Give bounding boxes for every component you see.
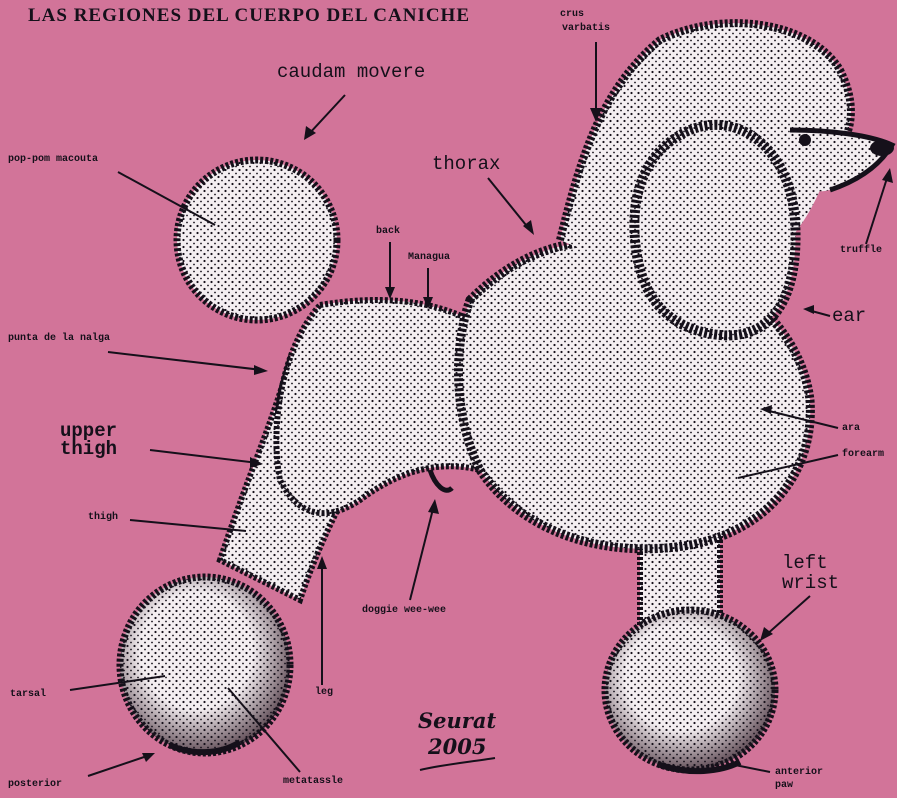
label-forearm: forearm xyxy=(842,450,884,460)
label-ear: ear xyxy=(832,307,866,326)
arrow-thigh xyxy=(130,520,246,531)
arrow-anterior xyxy=(735,765,770,772)
label-punta-de-la-nalga: punta de la nalga xyxy=(8,334,110,344)
label-managua: Managua xyxy=(408,253,450,263)
label-ara: ara xyxy=(842,424,860,434)
label-thigh-2: thigh xyxy=(60,440,117,459)
label-tarsal: tarsal xyxy=(10,690,46,700)
label-metatassle: metatassle xyxy=(283,777,343,787)
label-left: left xyxy=(782,554,828,573)
eye xyxy=(799,134,811,146)
arrow-doggie xyxy=(410,505,434,600)
arrow-upper-thigh xyxy=(150,450,258,463)
signature-year: 2005 xyxy=(428,736,486,757)
ear-shape xyxy=(634,125,795,336)
nose-truffle xyxy=(870,140,894,156)
label-truffle: truffle xyxy=(840,246,882,256)
diagram-title: LAS REGIONES DEL CUERPO DEL CANICHE xyxy=(28,6,470,25)
front-paw-puff xyxy=(605,610,775,771)
label-varbatis: varbatis xyxy=(562,24,610,34)
label-wrist: wrist xyxy=(782,574,839,593)
label-posterior: posterior xyxy=(8,780,62,790)
label-thorax: thorax xyxy=(432,155,500,174)
arrow-caudam-movere xyxy=(308,95,345,135)
label-thigh: thigh xyxy=(88,513,118,523)
label-caudam-movere: caudam movere xyxy=(277,63,425,82)
label-doggie-wee-wee: doggie wee-wee xyxy=(362,606,446,616)
label-back: back xyxy=(376,227,400,237)
signature-underline xyxy=(420,758,495,770)
signature-name: Seurat xyxy=(418,710,496,731)
label-anterior: anterior xyxy=(775,768,823,778)
arrow-punta xyxy=(108,352,262,370)
label-paw: paw xyxy=(775,781,793,791)
arrow-posterior xyxy=(88,755,150,776)
hind-paw-puff xyxy=(120,577,290,753)
arrow-left-wrist xyxy=(765,596,810,636)
label-pop-pom-macouta: pop-pom macouta xyxy=(8,155,98,165)
arrow-truffle xyxy=(866,175,888,244)
label-leg: leg xyxy=(315,688,333,698)
pop-pom-tail xyxy=(177,160,337,320)
hindquarters xyxy=(276,300,480,513)
label-crus: crus xyxy=(560,10,584,20)
arrow-thorax xyxy=(488,178,530,230)
